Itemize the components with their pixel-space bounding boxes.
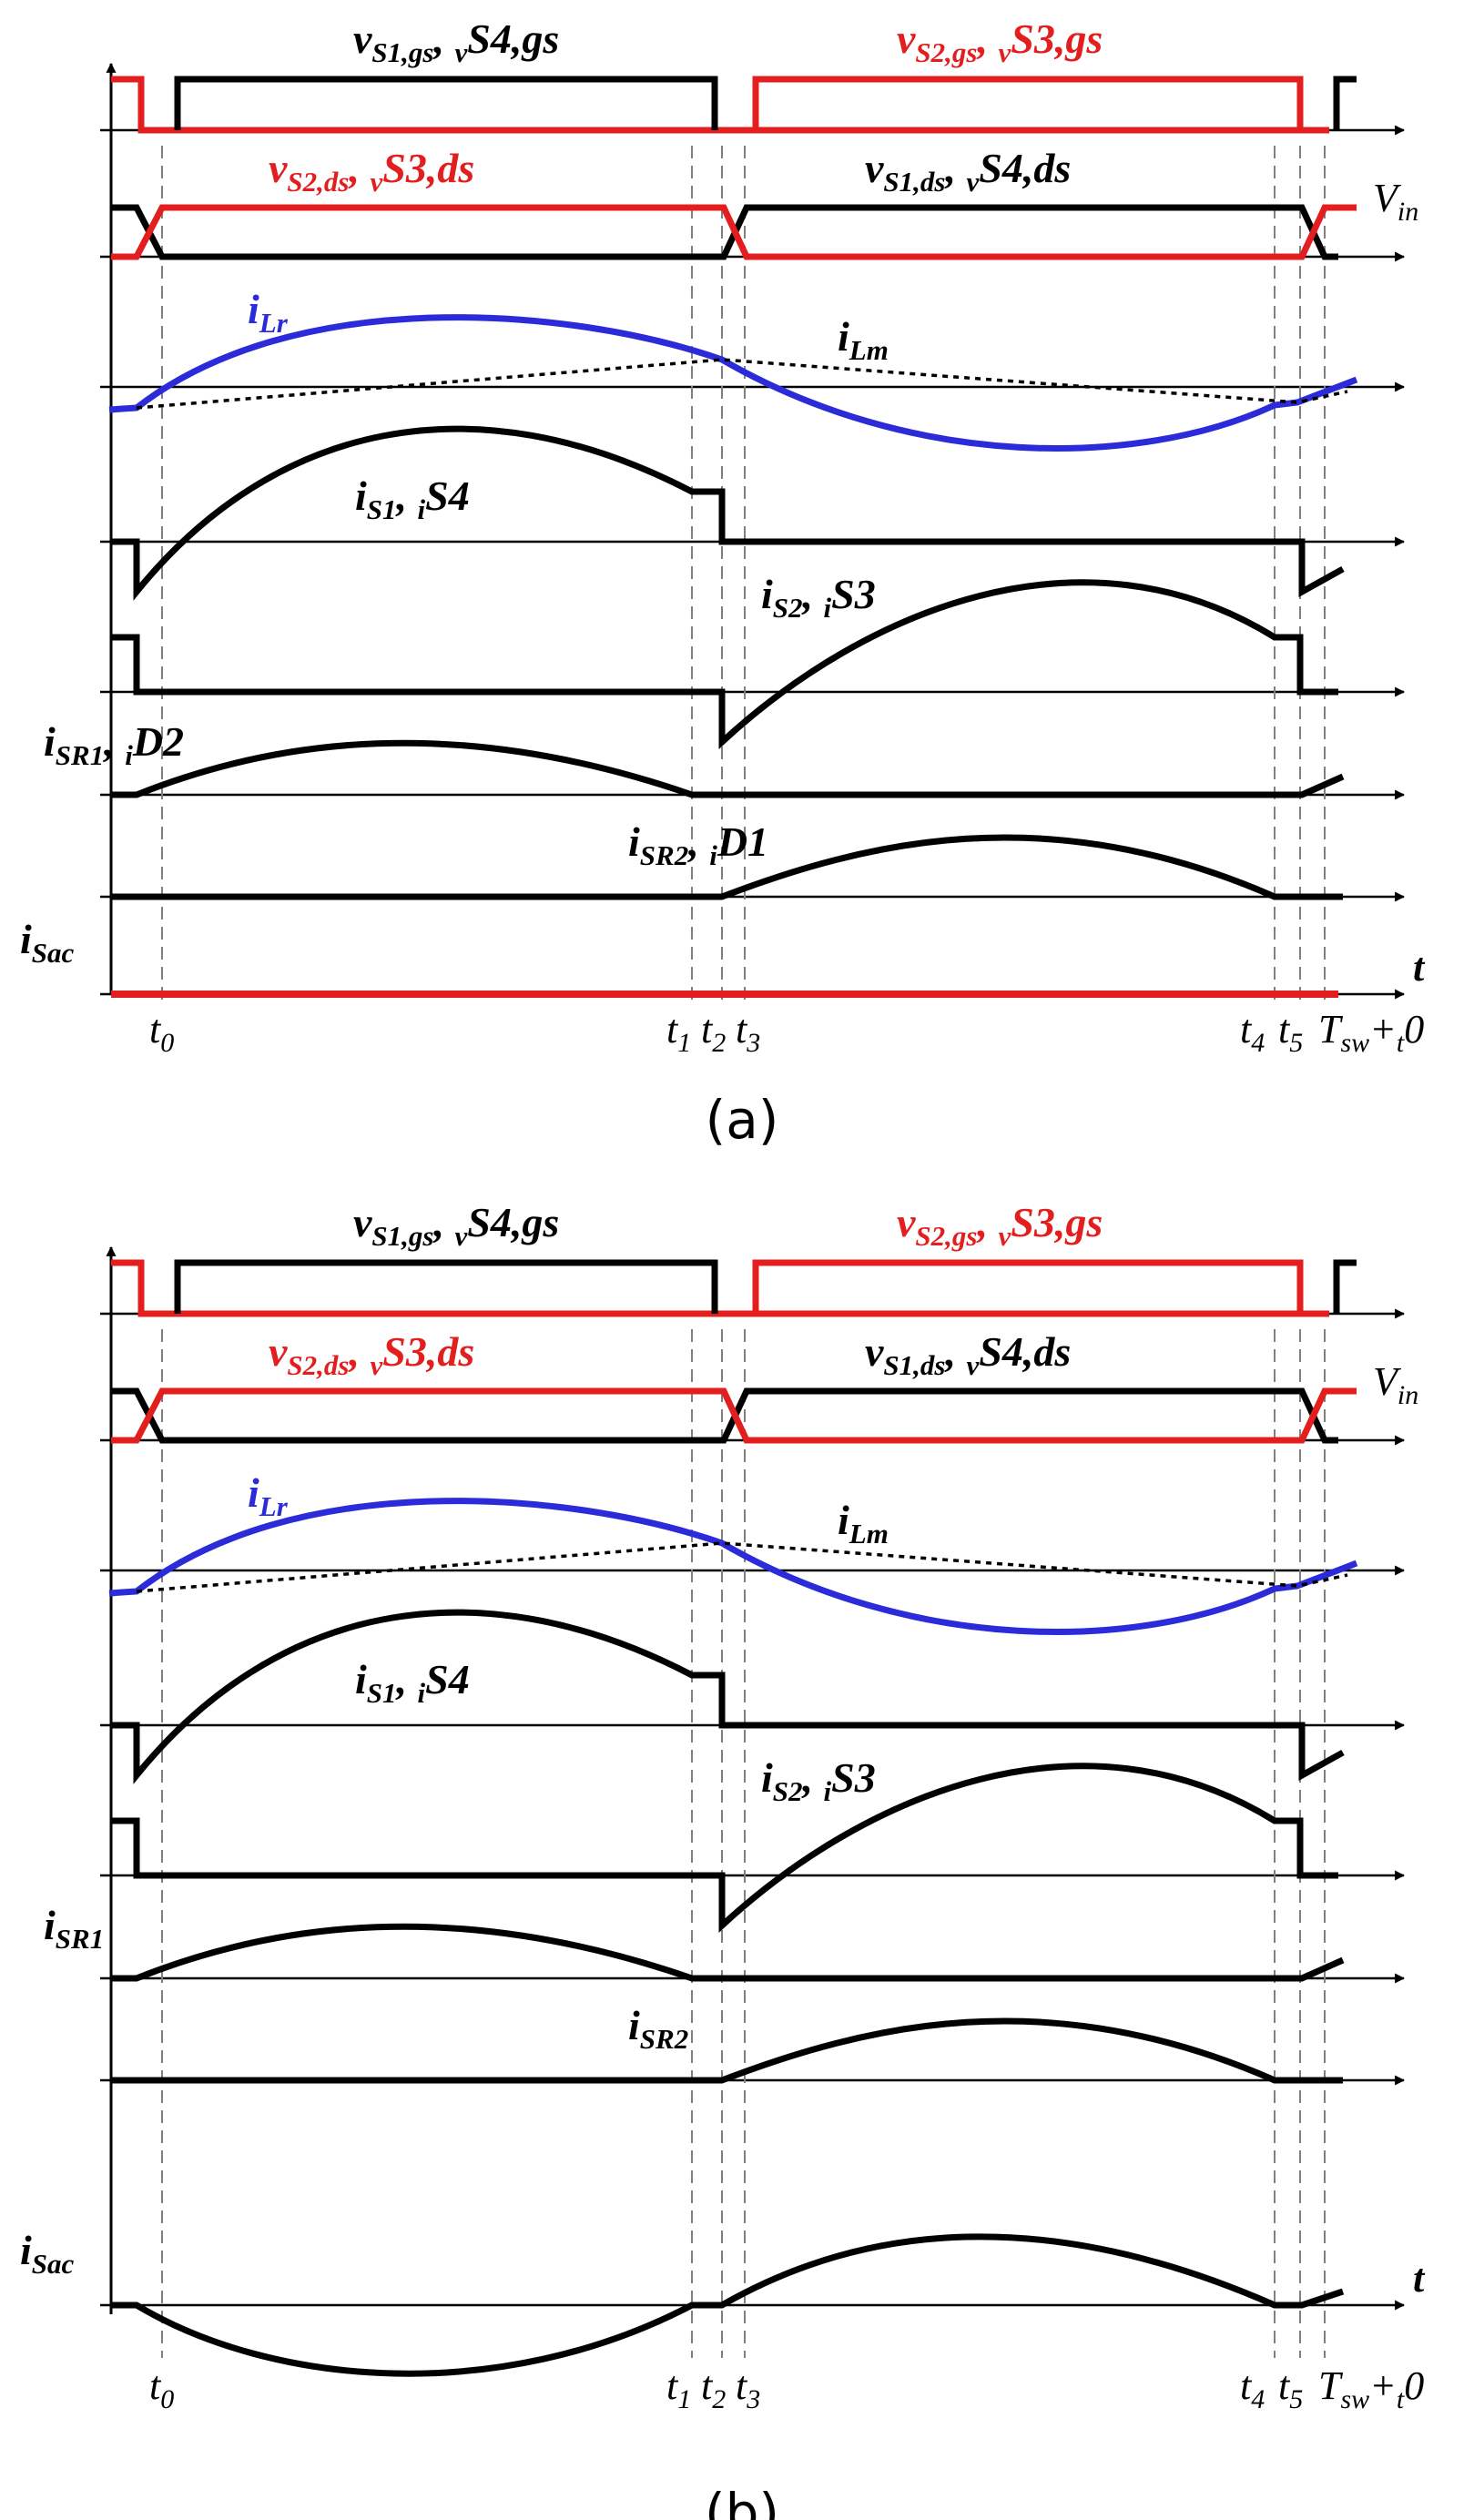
i-sr1-waveform [111, 739, 1345, 798]
time-tick-4: t4 [1240, 2363, 1265, 2414]
i-sr2-waveform [111, 2017, 1343, 2084]
label-i-sr1: iSR1 [44, 1902, 104, 1955]
time-tick-3: t3 [736, 2363, 760, 2414]
time-tick-6: Tsw+t0 [1318, 2363, 1424, 2414]
label-i-s1-s4: iS1, iS4 [355, 472, 470, 525]
label-i-lr: iLr [248, 1469, 289, 1522]
label-i-s2-s3: iS2, iS3 [761, 1754, 876, 1807]
i-lr-waveform [108, 1498, 1358, 1635]
label-vgs-s2-s3: vS2,gs, vS3,gs [897, 1199, 1103, 1252]
time-tick-3: t3 [736, 1007, 760, 1058]
time-tick-4: t4 [1240, 1007, 1265, 1058]
vgs-s1-s4-next [1333, 1259, 1357, 1314]
time-tick-5: t5 [1278, 2363, 1303, 2414]
label-i-s2-s3: iS2, iS3 [761, 571, 876, 624]
i-lm-waveform [136, 1541, 1348, 1593]
label-vin: Vin [1373, 1359, 1418, 1410]
time-tick-2: t2 [701, 2363, 726, 2414]
time-tick-6: Tsw+t0 [1318, 1007, 1424, 1058]
panel-a: vS1,gs, vS4,gs vS2,gs, vS3,gs vS2,ds, vS3,… [20, 15, 1426, 1151]
i-s1-s4-waveform [111, 1609, 1345, 1784]
vgs-s1-s4 [174, 1259, 718, 1314]
label-i-lm: iLm [838, 1497, 889, 1550]
vgs-s2-s3 [752, 1259, 1304, 1314]
label-vgs-s1-s4: vS1,gs, vS4,gs [353, 15, 559, 68]
time-tick-1: t1 [666, 2363, 691, 2414]
panel-b: vS1,gs, vS4,gs vS2,gs, vS3,gs vS2,ds, vS3,… [20, 1199, 1426, 2520]
label-vgs-s2-s3: vS2,gs, vS3,gs [897, 15, 1103, 68]
panel-caption: (a) [706, 1089, 779, 1151]
label-i-sr2: iSR2 [628, 2002, 688, 2055]
time-tick-1: t1 [666, 1007, 691, 1058]
label-vds-s2-s3: vS2,ds, vS3,ds [269, 1328, 474, 1381]
panel-caption: (b) [705, 2482, 779, 2520]
label-i-lr: iLr [248, 286, 289, 339]
i-s1-s4-waveform [111, 425, 1345, 601]
vgs-s1-s4-next [1333, 76, 1357, 130]
vds-s2-s3 [111, 1387, 1357, 1444]
time-axis-label: t [1413, 945, 1426, 990]
label-vin: Vin [1373, 176, 1418, 227]
vds-s2-s3 [111, 204, 1357, 260]
i-lm-waveform [136, 358, 1348, 410]
time-tick-2: t2 [701, 1007, 726, 1058]
label-i-lm: iLm [838, 313, 889, 366]
label-vgs-s1-s4: vS1,gs, vS4,gs [353, 1199, 559, 1252]
label-i-s1-s4: iS1, iS4 [355, 1656, 470, 1709]
i-sr2-waveform [111, 834, 1343, 900]
time-tick-0: t0 [149, 2363, 174, 2414]
vgs-s2-s3-start [111, 1259, 1329, 1317]
i-s2-s3-waveform [111, 1763, 1338, 1933]
label-vds-s1-s4: vS1,ds, vS4,ds [865, 1328, 1071, 1381]
label-i-sr1: iSR1, iD2 [44, 718, 184, 771]
label-i-sac: iSac [20, 2227, 75, 2280]
vgs-s2-s3 [752, 76, 1304, 130]
i-sr1-waveform [111, 1923, 1345, 1982]
i-lr-waveform [108, 314, 1358, 452]
time-tick-5: t5 [1278, 1007, 1303, 1058]
i-s2-s3-waveform [111, 579, 1338, 749]
label-i-sac: iSac [20, 916, 75, 969]
vgs-s2-s3-start [111, 76, 1329, 134]
label-vds-s2-s3: vS2,ds, vS3,ds [269, 145, 474, 198]
time-tick-0: t0 [149, 1007, 174, 1058]
time-axis-label: t [1413, 2256, 1426, 2301]
vgs-s1-s4 [174, 76, 718, 130]
label-i-sr2: iSR2, iD1 [628, 818, 768, 871]
label-vds-s1-s4: vS1,ds, vS4,ds [865, 145, 1071, 198]
i-sac-waveform [111, 2233, 1345, 2377]
